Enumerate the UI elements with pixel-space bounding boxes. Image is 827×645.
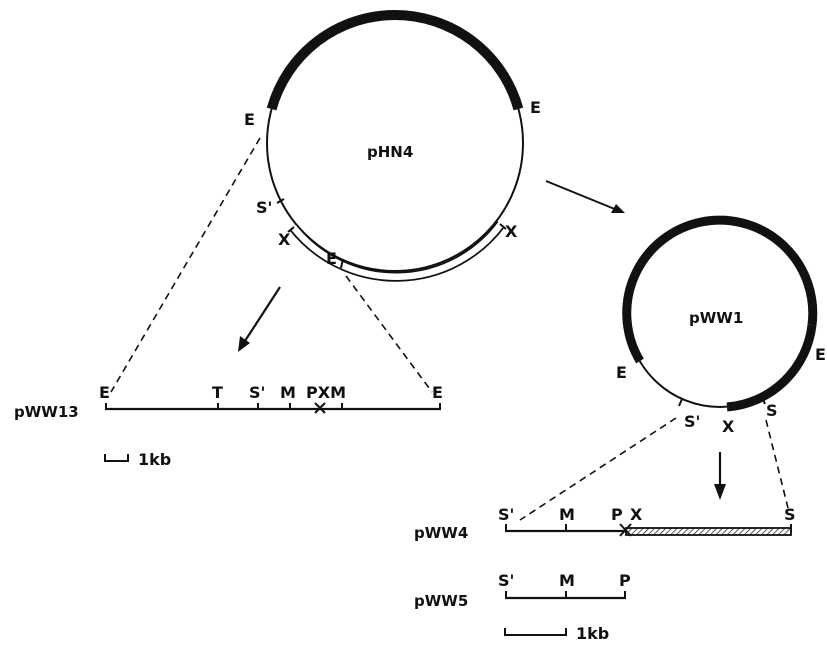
pHN4-site-E-right: E [530, 98, 541, 117]
dashed-line-left [110, 137, 261, 393]
pWW1-site-E-right: E [815, 345, 826, 364]
scale-bar-left-label: 1kb [138, 450, 171, 469]
scale-bar-left: 1kb [104, 450, 171, 469]
pWW13-site-PXM: PXM [306, 383, 346, 402]
pHN4-site-E-left: E [244, 110, 255, 129]
pWW1-black-segment-right [726, 324, 817, 412]
pHN4-tick-X-right [499, 223, 507, 230]
pHN4-tick-X-left [287, 226, 295, 233]
pWW4-site-M: M [559, 505, 575, 524]
pWW13-site-S-prime: S' [249, 383, 265, 402]
pHN4-site-X-left: X [278, 230, 291, 249]
pHN4-tick-E-bottom [340, 258, 344, 269]
scale-bar-right-label: 1kb [576, 624, 609, 643]
pHN4-tick-S-prime [276, 198, 285, 204]
pWW13-label: pWW13 [14, 403, 79, 421]
pHN4-label: pHN4 [367, 143, 413, 161]
pWW1-site-S: S [766, 401, 778, 420]
pWW13-site-E-right: E [432, 383, 443, 402]
map-pWW5: pWW5 S' M P [414, 571, 631, 610]
dashed-line-pWW4-left [519, 417, 677, 521]
map-pWW4: pWW4 S' M P X S [414, 505, 796, 542]
pWW1-site-E-left: E [616, 363, 627, 382]
pWW5-label: pWW5 [414, 592, 468, 610]
arrow-to-pWW4 [714, 452, 726, 500]
pWW4-hatched-segment [625, 527, 792, 536]
pWW1-label: pWW1 [689, 309, 743, 327]
plasmid-pHN4: pHN4 E E S' X X E [244, 10, 541, 282]
pHN4-site-E-bottom: E [326, 249, 337, 268]
arrow-to-pWW1 [545, 180, 625, 213]
arrow-to-pWW13 [238, 286, 281, 352]
pWW4-site-X: X [630, 505, 643, 524]
pWW13-site-M: M [280, 383, 296, 402]
pWW1-site-S-prime: S' [684, 412, 700, 431]
pWW5-site-M: M [559, 571, 575, 590]
dashed-line-pWW4-right [765, 419, 789, 509]
pWW13-site-E-left: E [99, 383, 110, 402]
pWW5-site-S-prime: S' [498, 571, 514, 590]
pWW4-site-S: S [784, 505, 796, 524]
pWW1-black-segment-top [622, 215, 818, 364]
pWW4-site-S-prime: S' [498, 505, 514, 524]
dashed-line-right [345, 275, 433, 393]
pWW1-site-X: X [722, 417, 735, 436]
pWW13-site-T: T [212, 383, 223, 402]
pWW5-site-P: P [619, 571, 631, 590]
pHN4-black-segment [266, 10, 524, 111]
pWW4-site-P: P [611, 505, 623, 524]
pHN4-site-X-right: X [505, 222, 518, 241]
plasmid-pWW1: pWW1 E E S' X S [616, 215, 826, 436]
pHN4-insert-fill [290, 222, 504, 280]
scale-bar-right: 1kb [504, 624, 609, 643]
pHN4-site-S-prime: S' [256, 198, 272, 217]
pWW4-label: pWW4 [414, 524, 468, 542]
map-pWW13: pWW13 E T S' M PXM E [14, 383, 443, 421]
